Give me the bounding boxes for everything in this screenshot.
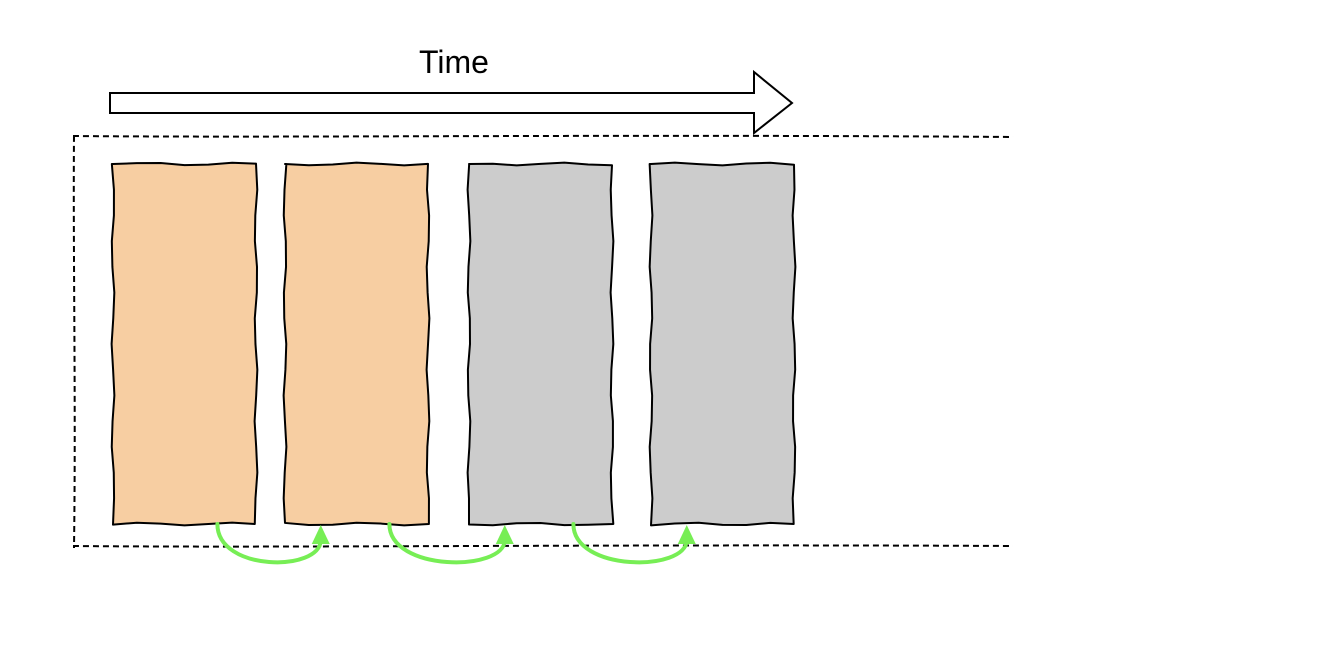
transition-arrowhead — [311, 525, 330, 544]
transitions-layer — [215, 522, 696, 565]
transition-curve — [215, 522, 323, 565]
transition-arrow-1 — [215, 522, 330, 565]
transition-arrow-3 — [571, 522, 696, 565]
transition-curve — [387, 522, 507, 565]
container-top-edge — [72, 134, 1014, 138]
transition-arrow-2 — [387, 522, 514, 565]
time-arrow: Time — [109, 44, 794, 136]
block-1 — [110, 161, 259, 527]
block-2 — [282, 161, 431, 527]
transition-curve — [571, 522, 689, 565]
time-label: Time — [419, 44, 489, 80]
dashed-container — [72, 134, 1014, 549]
block-3 — [466, 161, 615, 527]
container-left-edge — [72, 135, 76, 549]
time-arrow-shape — [109, 69, 794, 136]
transition-arrowhead — [677, 525, 696, 544]
container-bottom-edge — [72, 544, 1014, 548]
transition-arrowhead — [495, 525, 514, 544]
blocks-layer — [110, 161, 797, 527]
block-4 — [648, 161, 797, 527]
